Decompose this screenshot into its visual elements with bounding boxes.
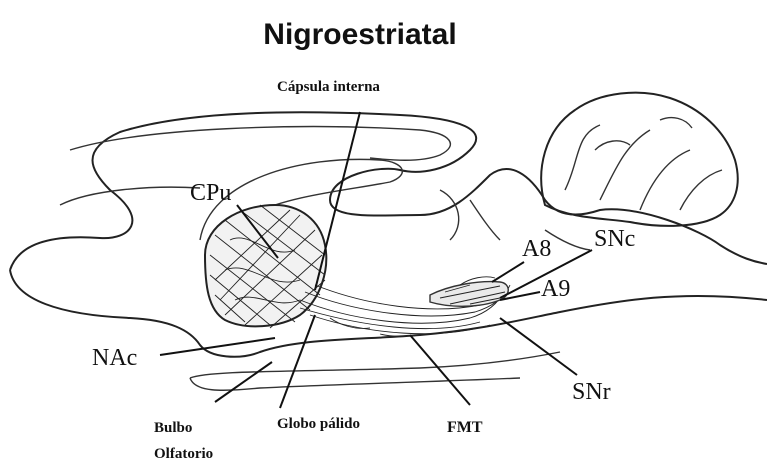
label-bulbo: Bulbo xyxy=(154,420,192,436)
pointer-capsula-interna xyxy=(315,112,360,290)
pointer-a8 xyxy=(492,262,524,282)
pointer-globo-palido xyxy=(280,315,315,408)
label-snc: SNc xyxy=(594,226,635,252)
label-capsula-interna: Cápsula interna xyxy=(277,79,380,95)
pointer-fmt xyxy=(410,335,470,405)
label-globo-palido: Globo pálido xyxy=(277,416,360,432)
label-a9: A9 xyxy=(541,276,570,302)
substantia-nigra-cluster xyxy=(430,277,508,306)
label-fmt: FMT xyxy=(447,419,483,436)
diagram-title: Nigroestriatal xyxy=(263,18,456,51)
cerebellum xyxy=(541,93,737,226)
label-cpu: CPu xyxy=(190,180,231,206)
label-snr: SNr xyxy=(572,379,611,405)
caudate-putamen-mesh xyxy=(205,205,326,328)
pointer-bulbo-olfatorio xyxy=(215,362,272,402)
pointer-snr xyxy=(500,318,577,375)
label-a8: A8 xyxy=(522,236,551,262)
label-nac: NAc xyxy=(92,345,137,371)
label-olfatorio: Olfatorio xyxy=(154,446,213,462)
